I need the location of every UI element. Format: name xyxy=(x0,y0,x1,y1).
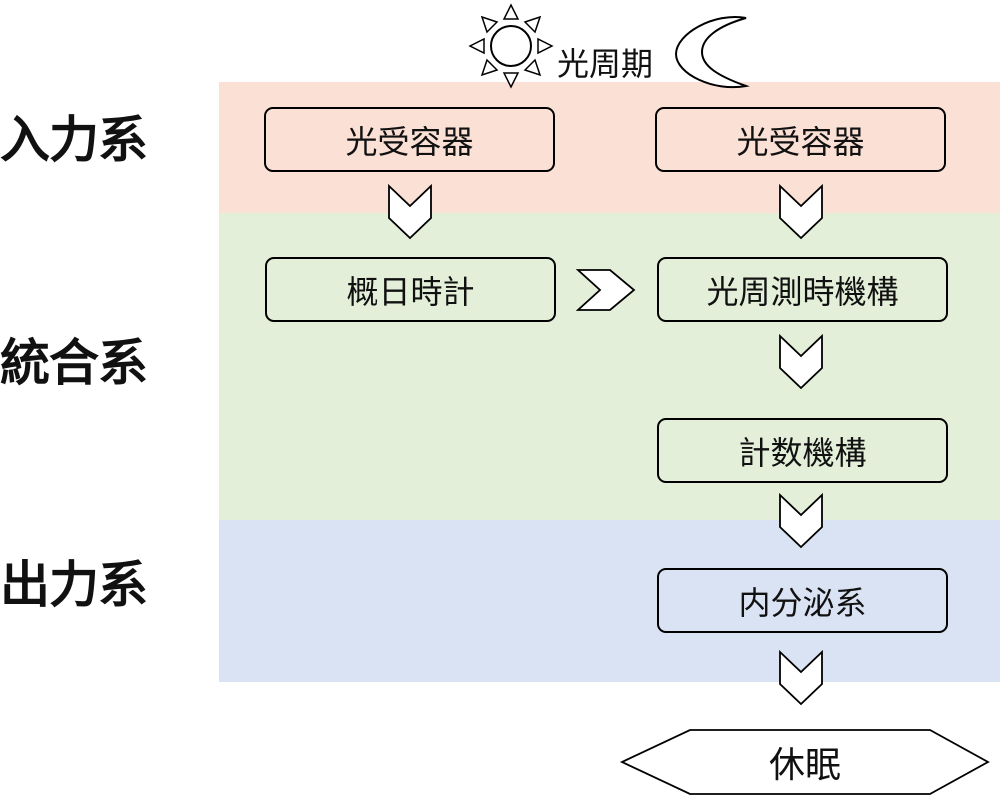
chevron-down-icon xyxy=(779,333,823,390)
row-label-integration: 統合系 xyxy=(0,334,148,392)
circadian-clock-node: 概日時計 xyxy=(265,257,556,322)
chevron-down-icon xyxy=(779,183,823,240)
dormancy-shape xyxy=(619,729,990,795)
photoperiod-caption: 光周期 xyxy=(557,45,654,83)
left-photoreceptor-node: 光受容器 xyxy=(264,107,555,172)
chevron-down-icon xyxy=(388,183,432,240)
crescent-moon-icon xyxy=(674,16,750,89)
right-photoreceptor-node: 光受容器 xyxy=(655,107,946,172)
counter-mechanism-node: 計数機構 xyxy=(657,418,948,483)
chevron-right-icon xyxy=(575,269,636,311)
row-label-output: 出力系 xyxy=(0,556,148,614)
chevron-down-icon xyxy=(779,492,823,549)
sun-icon xyxy=(468,3,554,89)
row-label-input: 入力系 xyxy=(0,111,148,169)
endocrine-system-node: 内分泌系 xyxy=(657,568,948,633)
dormancy-label: 休眠 xyxy=(768,745,841,786)
photoperiodic-timer-node: 光周測時機構 xyxy=(657,257,948,322)
chevron-down-icon xyxy=(779,649,823,706)
